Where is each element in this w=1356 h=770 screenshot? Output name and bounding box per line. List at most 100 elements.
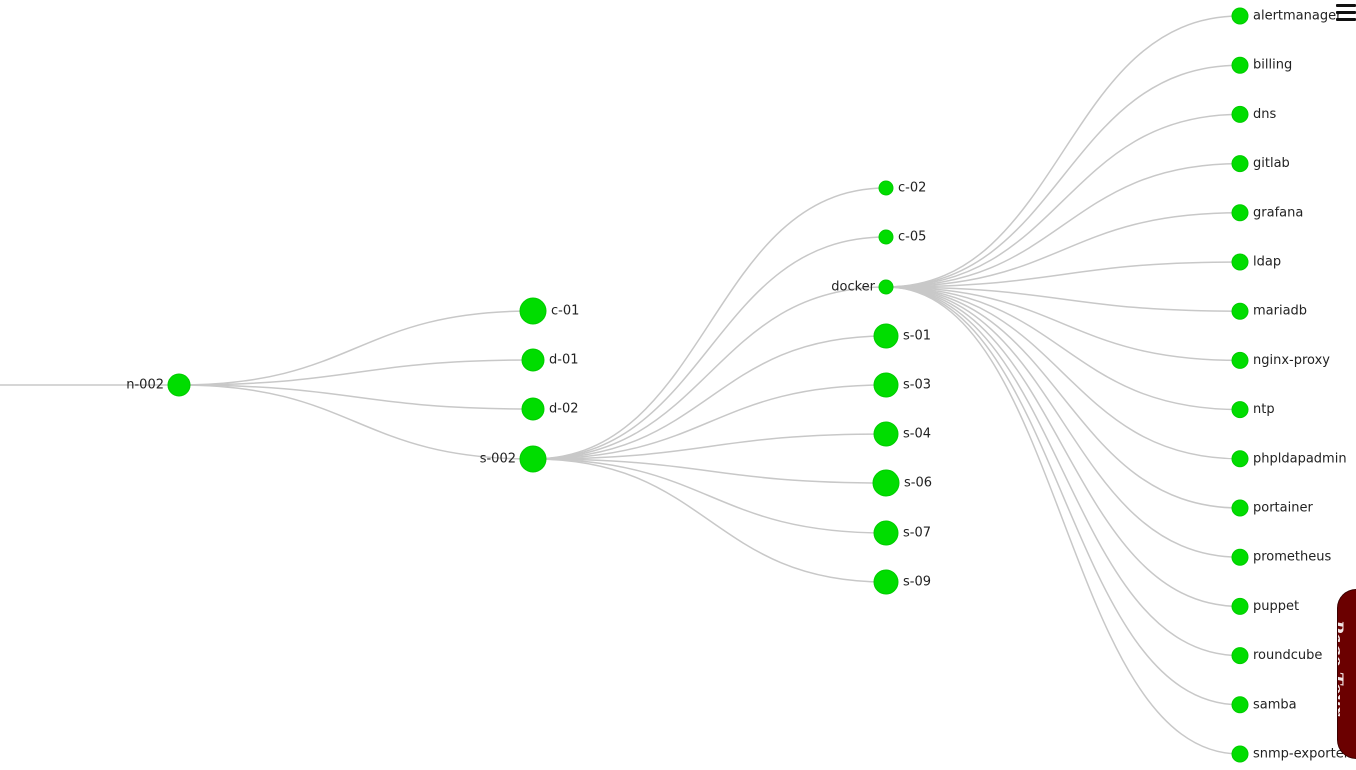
node-circle-d-01[interactable]	[521, 348, 545, 372]
node-circle-portainer[interactable]	[1231, 499, 1249, 517]
tree-node-puppet[interactable]: puppet	[1231, 597, 1299, 615]
tree-node-roundcube[interactable]: roundcube	[1231, 647, 1322, 665]
tree-link-d-02	[178, 384, 534, 410]
node-circle-alertmanager[interactable]	[1231, 7, 1249, 25]
tree-node-s-04[interactable]: s-04	[873, 421, 931, 447]
menu-bar-1	[1336, 4, 1356, 7]
tree-node-n-002[interactable]: n-002	[126, 373, 191, 397]
page-tour-button[interactable]: Page Tour	[1338, 590, 1356, 758]
tree-node-c-02[interactable]: c-02	[878, 180, 926, 196]
node-circle-d-02[interactable]	[521, 397, 545, 421]
node-circle-samba[interactable]	[1231, 696, 1249, 714]
node-circle-s-01[interactable]	[873, 323, 899, 349]
tree-link-samba	[885, 286, 1241, 706]
tree-node-docker[interactable]: docker	[831, 279, 894, 295]
tree-node-s-06[interactable]: s-06	[872, 469, 932, 497]
node-circle-snmp-exporter[interactable]	[1231, 745, 1249, 763]
node-label-grafana: grafana	[1253, 205, 1303, 220]
node-circle-ldap[interactable]	[1231, 253, 1249, 271]
node-label-nginx-proxy: nginx-proxy	[1253, 353, 1330, 368]
tree-link-grafana	[885, 212, 1241, 288]
node-label-roundcube: roundcube	[1253, 648, 1322, 663]
tree-link-c-01	[178, 310, 534, 386]
node-circle-c-01[interactable]	[519, 297, 547, 325]
tree-link-nginx-proxy	[885, 286, 1241, 362]
tree-node-mariadb[interactable]: mariadb	[1231, 302, 1307, 320]
tree-node-billing[interactable]: billing	[1231, 56, 1292, 74]
node-label-ntp: ntp	[1253, 402, 1275, 417]
tree-node-samba[interactable]: samba	[1231, 696, 1297, 714]
tree-link-phpldapadmin	[885, 286, 1241, 460]
node-circle-docker[interactable]	[878, 279, 894, 295]
node-label-c-02: c-02	[898, 181, 926, 196]
tree-link-ldap	[885, 261, 1241, 288]
node-circle-s-09[interactable]	[873, 569, 899, 595]
node-circle-billing[interactable]	[1231, 56, 1249, 74]
tree-link-d-01	[178, 359, 534, 386]
node-circle-s-002[interactable]	[519, 445, 547, 473]
node-circle-s-06[interactable]	[872, 469, 900, 497]
node-label-c-01: c-01	[551, 304, 579, 319]
tree-node-d-01[interactable]: d-01	[521, 348, 579, 372]
node-circle-dns[interactable]	[1231, 105, 1249, 123]
tree-node-alertmanager[interactable]: alertmanager	[1231, 7, 1342, 25]
tree-link-puppet	[885, 286, 1241, 608]
node-circle-mariadb[interactable]	[1231, 302, 1249, 320]
tree-link-s-01	[532, 335, 887, 460]
tree-link-roundcube	[885, 286, 1241, 657]
node-circle-n-002[interactable]	[167, 373, 191, 397]
node-label-s-01: s-01	[903, 329, 931, 344]
menu-icon[interactable]	[1334, 0, 1356, 24]
tree-node-s-03[interactable]: s-03	[873, 372, 931, 398]
tree-node-s-002[interactable]: s-002	[480, 445, 547, 473]
tree-link-s-04	[532, 433, 887, 460]
node-label-n-002: n-002	[126, 378, 164, 393]
tree-node-s-07[interactable]: s-07	[873, 520, 931, 546]
node-circle-gitlab[interactable]	[1231, 155, 1249, 173]
node-label-d-02: d-02	[549, 402, 579, 417]
tree-node-grafana[interactable]: grafana	[1231, 204, 1303, 222]
node-label-s-04: s-04	[903, 427, 931, 442]
node-label-dns: dns	[1253, 107, 1276, 122]
node-circle-nginx-proxy[interactable]	[1231, 351, 1249, 369]
tree-node-phpldapadmin[interactable]: phpldapadmin	[1231, 450, 1347, 468]
tree-node-c-05[interactable]: c-05	[878, 229, 926, 245]
tree-node-snmp-exporter[interactable]: snmp-exporter	[1231, 745, 1350, 763]
node-label-billing: billing	[1253, 58, 1292, 73]
tree-node-prometheus[interactable]: prometheus	[1231, 548, 1332, 566]
node-circle-c-05[interactable]	[878, 229, 894, 245]
node-circle-s-03[interactable]	[873, 372, 899, 398]
tree-node-nginx-proxy[interactable]: nginx-proxy	[1231, 351, 1330, 369]
page-tour-label: Page Tour	[1338, 620, 1346, 716]
node-label-samba: samba	[1253, 697, 1297, 712]
node-circle-phpldapadmin[interactable]	[1231, 450, 1249, 468]
node-circle-grafana[interactable]	[1231, 204, 1249, 222]
node-circle-roundcube[interactable]	[1231, 647, 1249, 665]
tree-node-s-09[interactable]: s-09	[873, 569, 931, 595]
node-circle-prometheus[interactable]	[1231, 548, 1249, 566]
tree-node-ntp[interactable]: ntp	[1231, 401, 1275, 419]
node-label-snmp-exporter: snmp-exporter	[1253, 747, 1350, 762]
tree-link-billing	[885, 64, 1241, 288]
node-label-mariadb: mariadb	[1253, 304, 1307, 319]
tree-link-c-02	[532, 187, 887, 460]
node-label-s-09: s-09	[903, 575, 931, 590]
tree-node-dns[interactable]: dns	[1231, 105, 1276, 123]
tree-node-c-01[interactable]: c-01	[519, 297, 579, 325]
node-circle-ntp[interactable]	[1231, 401, 1249, 419]
node-label-alertmanager: alertmanager	[1253, 9, 1342, 24]
tree-link-snmp-exporter	[885, 286, 1241, 755]
tree-node-s-01[interactable]: s-01	[873, 323, 931, 349]
menu-bar-2	[1336, 11, 1356, 14]
node-circle-s-04[interactable]	[873, 421, 899, 447]
tree-node-ldap[interactable]: ldap	[1231, 253, 1281, 271]
tree-node-portainer[interactable]: portainer	[1231, 499, 1313, 517]
node-label-phpldapadmin: phpldapadmin	[1253, 451, 1347, 466]
tree-node-gitlab[interactable]: gitlab	[1231, 155, 1290, 173]
tree-node-d-02[interactable]: d-02	[521, 397, 579, 421]
node-circle-puppet[interactable]	[1231, 597, 1249, 615]
node-circle-s-07[interactable]	[873, 520, 899, 546]
node-circle-c-02[interactable]	[878, 180, 894, 196]
menu-bar-3	[1336, 18, 1356, 21]
